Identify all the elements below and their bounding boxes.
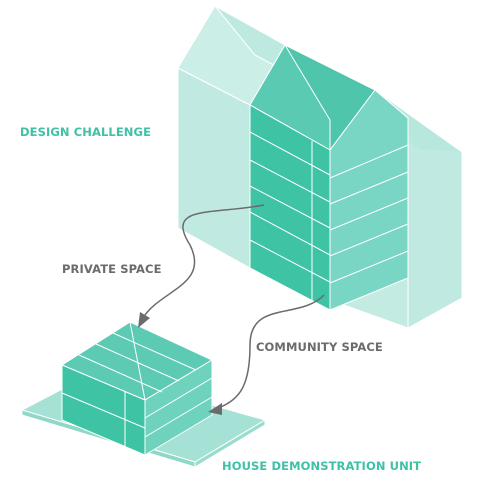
label-house-demonstration-unit: HOUSE DEMONSTRATION UNIT [222,459,422,473]
arrow-community-space-head [208,403,222,415]
label-private-space: PRIVATE SPACE [62,262,162,276]
arrow-private-space-head [138,312,150,328]
tower-module [249,44,409,311]
base-plate-front-right [194,419,266,468]
private-space-cube [61,321,213,456]
arrow-private-space [142,204,265,319]
label-design-challenge: DESIGN CHALLENGE [20,125,152,139]
label-community-space: COMMUNITY SPACE [256,340,383,354]
arrow-community-space [217,294,325,409]
